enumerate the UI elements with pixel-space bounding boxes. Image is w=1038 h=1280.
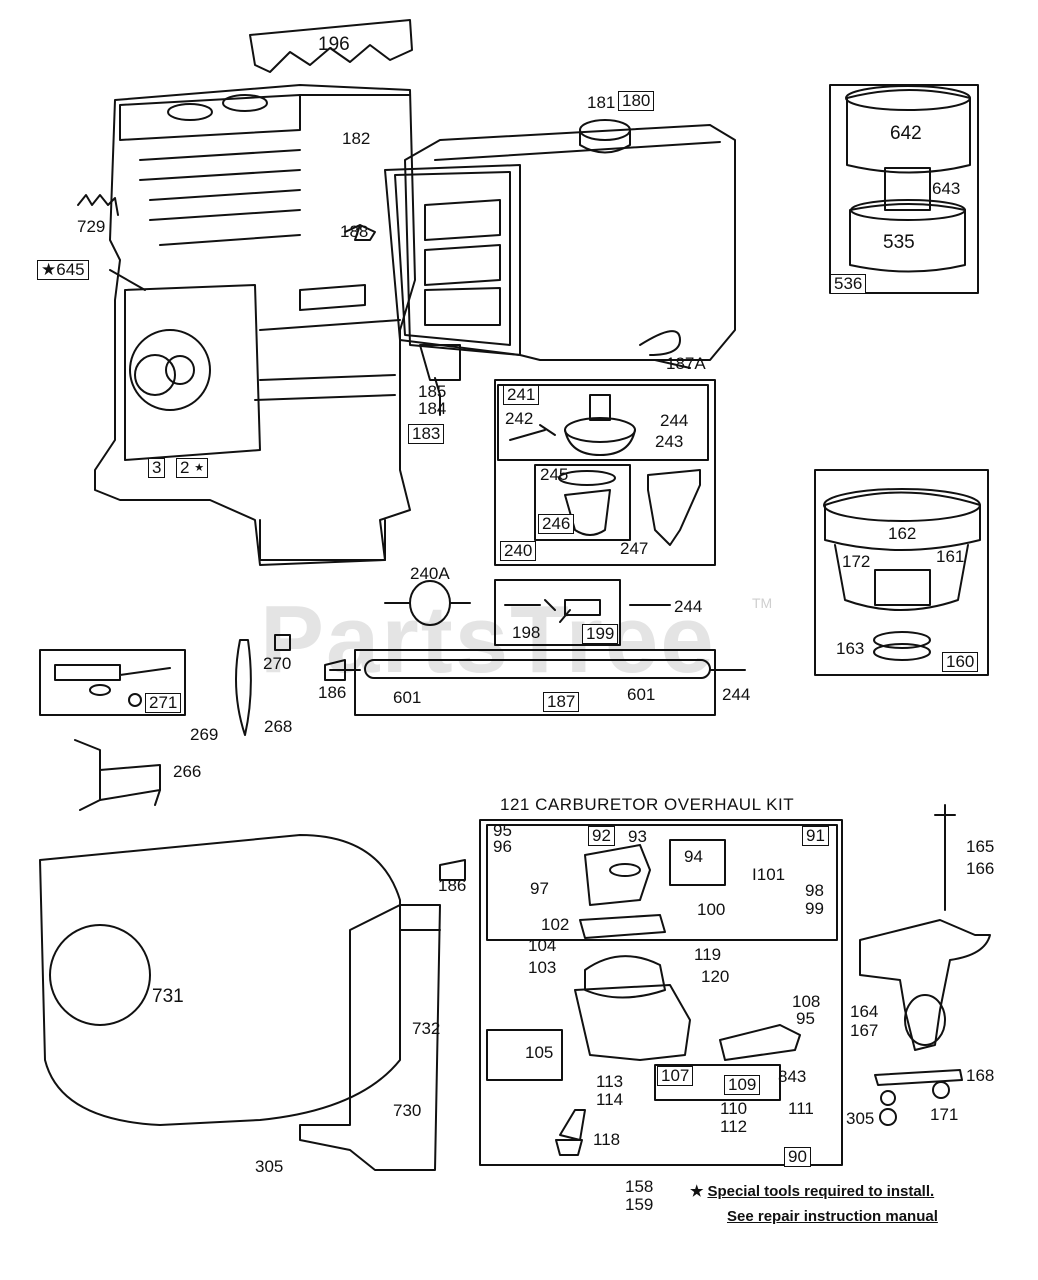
part-label-105: 105 bbox=[525, 1043, 554, 1062]
part-label-244: 244 bbox=[674, 597, 703, 616]
part-label-181: 181 bbox=[587, 93, 616, 112]
part-label-100: 100 bbox=[697, 900, 726, 919]
part-label-601: 601 bbox=[627, 685, 656, 704]
part-label-732: 732 bbox=[412, 1019, 441, 1038]
carburetor-kit-title: 121 CARBURETOR OVERHAUL KIT bbox=[500, 795, 795, 814]
part-label-186: 186 bbox=[318, 683, 347, 702]
trademark-mark: TM bbox=[752, 595, 773, 611]
part-label-198: 198 bbox=[512, 623, 541, 642]
part-label-97: 97 bbox=[530, 879, 549, 898]
part-label-266: 266 bbox=[173, 762, 202, 781]
part-label-269: 269 bbox=[190, 725, 219, 744]
part-label-164: 164 bbox=[850, 1002, 879, 1021]
part-label-111: 111 bbox=[788, 1099, 814, 1118]
part-label-186: 186 bbox=[438, 876, 467, 895]
part-label-101: I101 bbox=[752, 865, 786, 884]
part-label-244: 244 bbox=[660, 411, 689, 430]
part-label-187: 187 bbox=[543, 692, 580, 712]
part-label-244: 244 bbox=[722, 685, 751, 704]
part-label-196: 196 bbox=[318, 34, 350, 55]
part-label-96: 96 bbox=[493, 837, 512, 856]
part-label-104: 104 bbox=[528, 936, 557, 955]
part-label-247: 247 bbox=[620, 539, 649, 558]
part-label-843: 843 bbox=[778, 1067, 807, 1086]
special-tool-star-icon: ★ bbox=[690, 1183, 704, 1200]
part-label-246: 246 bbox=[538, 514, 575, 534]
part-label-159: 159 bbox=[625, 1195, 654, 1214]
part-label-729: 729 bbox=[77, 217, 106, 236]
part-label-184: 184 bbox=[418, 399, 447, 418]
part-label-90: 90 bbox=[784, 1147, 811, 1167]
part-label-109: 109 bbox=[724, 1075, 761, 1095]
part-label-119: 119 bbox=[694, 945, 722, 964]
part-label-91: 91 bbox=[802, 826, 829, 846]
part-label-158: 158 bbox=[625, 1177, 654, 1196]
part-label-162: 162 bbox=[888, 524, 917, 543]
part-label-167: 167 bbox=[850, 1021, 879, 1040]
part-label-185: 185 bbox=[418, 382, 447, 401]
part-label-94: 94 bbox=[684, 847, 703, 866]
part-label-199: 199 bbox=[582, 624, 619, 644]
part-label-160: 160 bbox=[942, 652, 979, 672]
part-label-98: 98 bbox=[805, 881, 824, 900]
part-label-731: 731 bbox=[152, 986, 184, 1007]
part-label-642: 642 bbox=[890, 123, 922, 144]
part-label-112: 112 bbox=[720, 1117, 748, 1136]
part-label-168: 168 bbox=[966, 1066, 995, 1085]
part-label-108: 108 bbox=[792, 992, 821, 1011]
special-tool-star-icon: ★ bbox=[41, 260, 57, 279]
part-label-730: 730 bbox=[393, 1101, 422, 1120]
part-label-172: 172 bbox=[842, 552, 871, 571]
part-label-183: 183 bbox=[408, 424, 445, 444]
watermark: PartsTree bbox=[260, 586, 716, 693]
part-label-243: 243 bbox=[655, 432, 684, 451]
part-label-95: 95 bbox=[796, 1009, 815, 1028]
part-label-95: 95 bbox=[493, 821, 512, 840]
part-label-245: 245 bbox=[540, 465, 569, 484]
part-label-271: 271 bbox=[145, 693, 182, 713]
part-label-645: ★645 bbox=[37, 260, 89, 280]
part-label-93: 93 bbox=[628, 827, 647, 846]
part-label-114: 114 bbox=[596, 1090, 624, 1109]
part-label-166: 166 bbox=[966, 859, 995, 878]
part-label-180: 180 bbox=[618, 91, 655, 111]
part-label-305: 305 bbox=[846, 1109, 875, 1128]
part-label-188: 188 bbox=[340, 222, 369, 241]
part-label-305: 305 bbox=[255, 1157, 284, 1176]
part-label-165: 165 bbox=[966, 837, 995, 856]
part-label-118: 118 bbox=[593, 1130, 621, 1149]
part-label-268: 268 bbox=[264, 717, 293, 736]
part-label-241: 241 bbox=[503, 385, 540, 405]
part-label-3: 3 bbox=[148, 458, 166, 478]
part-label-270: 270 bbox=[263, 654, 292, 673]
part-label-92: 92 bbox=[588, 826, 615, 846]
part-label-107: 107 bbox=[657, 1066, 694, 1086]
part-label-99: 99 bbox=[805, 899, 824, 918]
special-tools-note: ★Special tools required to install. bbox=[690, 1183, 935, 1200]
part-label-102: 102 bbox=[541, 915, 570, 934]
part-label-163: 163 bbox=[836, 639, 865, 658]
part-label-643: 643 bbox=[932, 179, 961, 198]
repair-manual-note: See repair instruction manual bbox=[727, 1208, 938, 1225]
part-label-182: 182 bbox=[342, 129, 371, 148]
part-label-187A: 187A bbox=[666, 354, 706, 373]
part-label-242: 242 bbox=[505, 409, 534, 428]
part-label-536: 536 bbox=[830, 274, 867, 294]
part-label-171: 171 bbox=[930, 1105, 959, 1124]
part-label-161: 161 bbox=[936, 547, 965, 566]
part-label-103: 103 bbox=[528, 958, 557, 977]
part-label-120: 120 bbox=[701, 967, 730, 986]
part-label-113: 113 bbox=[596, 1072, 624, 1091]
part-label-110: 110 bbox=[720, 1099, 748, 1118]
part-label-240A: 240A bbox=[410, 564, 450, 583]
part-label-240: 240 bbox=[500, 541, 537, 561]
part-label-535: 535 bbox=[883, 232, 915, 253]
part-label-2: 2 ★ bbox=[176, 458, 209, 478]
part-label-601: 601 bbox=[393, 688, 422, 707]
special-tool-star-icon: ★ bbox=[194, 462, 205, 474]
